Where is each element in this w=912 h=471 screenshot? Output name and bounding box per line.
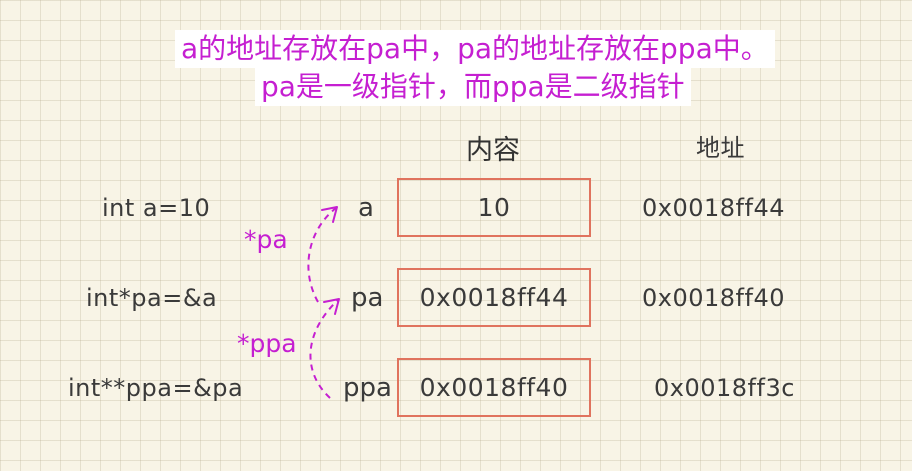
title-line-1: a的地址存放在pa中，pa的地址存放在ppa中。 — [175, 30, 775, 68]
deref-label-pa: *pa — [244, 225, 288, 254]
deref-label-ppa: *ppa — [237, 329, 297, 358]
variable-name-a: a — [358, 193, 374, 223]
arrow-ppa-to-pa — [309, 299, 339, 399]
title-line-2: pa是一级指针，而ppa是二级指针 — [255, 68, 691, 106]
memory-cell-ppa: 0x0018ff40 — [397, 358, 591, 417]
arrowhead-ppa-to-pa — [323, 298, 340, 315]
memory-cell-a: 10 — [397, 178, 591, 237]
address-pa: 0x0018ff40 — [642, 284, 785, 312]
memory-cell-a-value: 10 — [477, 193, 511, 222]
arrow-pa-to-a — [307, 207, 337, 303]
variable-name-ppa: ppa — [343, 373, 392, 403]
header-content: 内容 — [466, 135, 520, 166]
arrowhead-pa-to-a — [321, 206, 338, 223]
header-address: 地址 — [696, 134, 745, 162]
address-ppa: 0x0018ff3c — [654, 374, 795, 402]
memory-cell-ppa-value: 0x0018ff40 — [419, 373, 569, 402]
memory-cell-pa: 0x0018ff44 — [397, 268, 591, 327]
declaration-ppa: int**ppa=&pa — [68, 374, 244, 402]
address-a: 0x0018ff44 — [642, 194, 785, 222]
declaration-pa: int*pa=&a — [86, 284, 218, 312]
memory-cell-pa-value: 0x0018ff44 — [419, 283, 569, 312]
declaration-a: int a=10 — [102, 194, 211, 222]
variable-name-pa: pa — [351, 283, 384, 313]
